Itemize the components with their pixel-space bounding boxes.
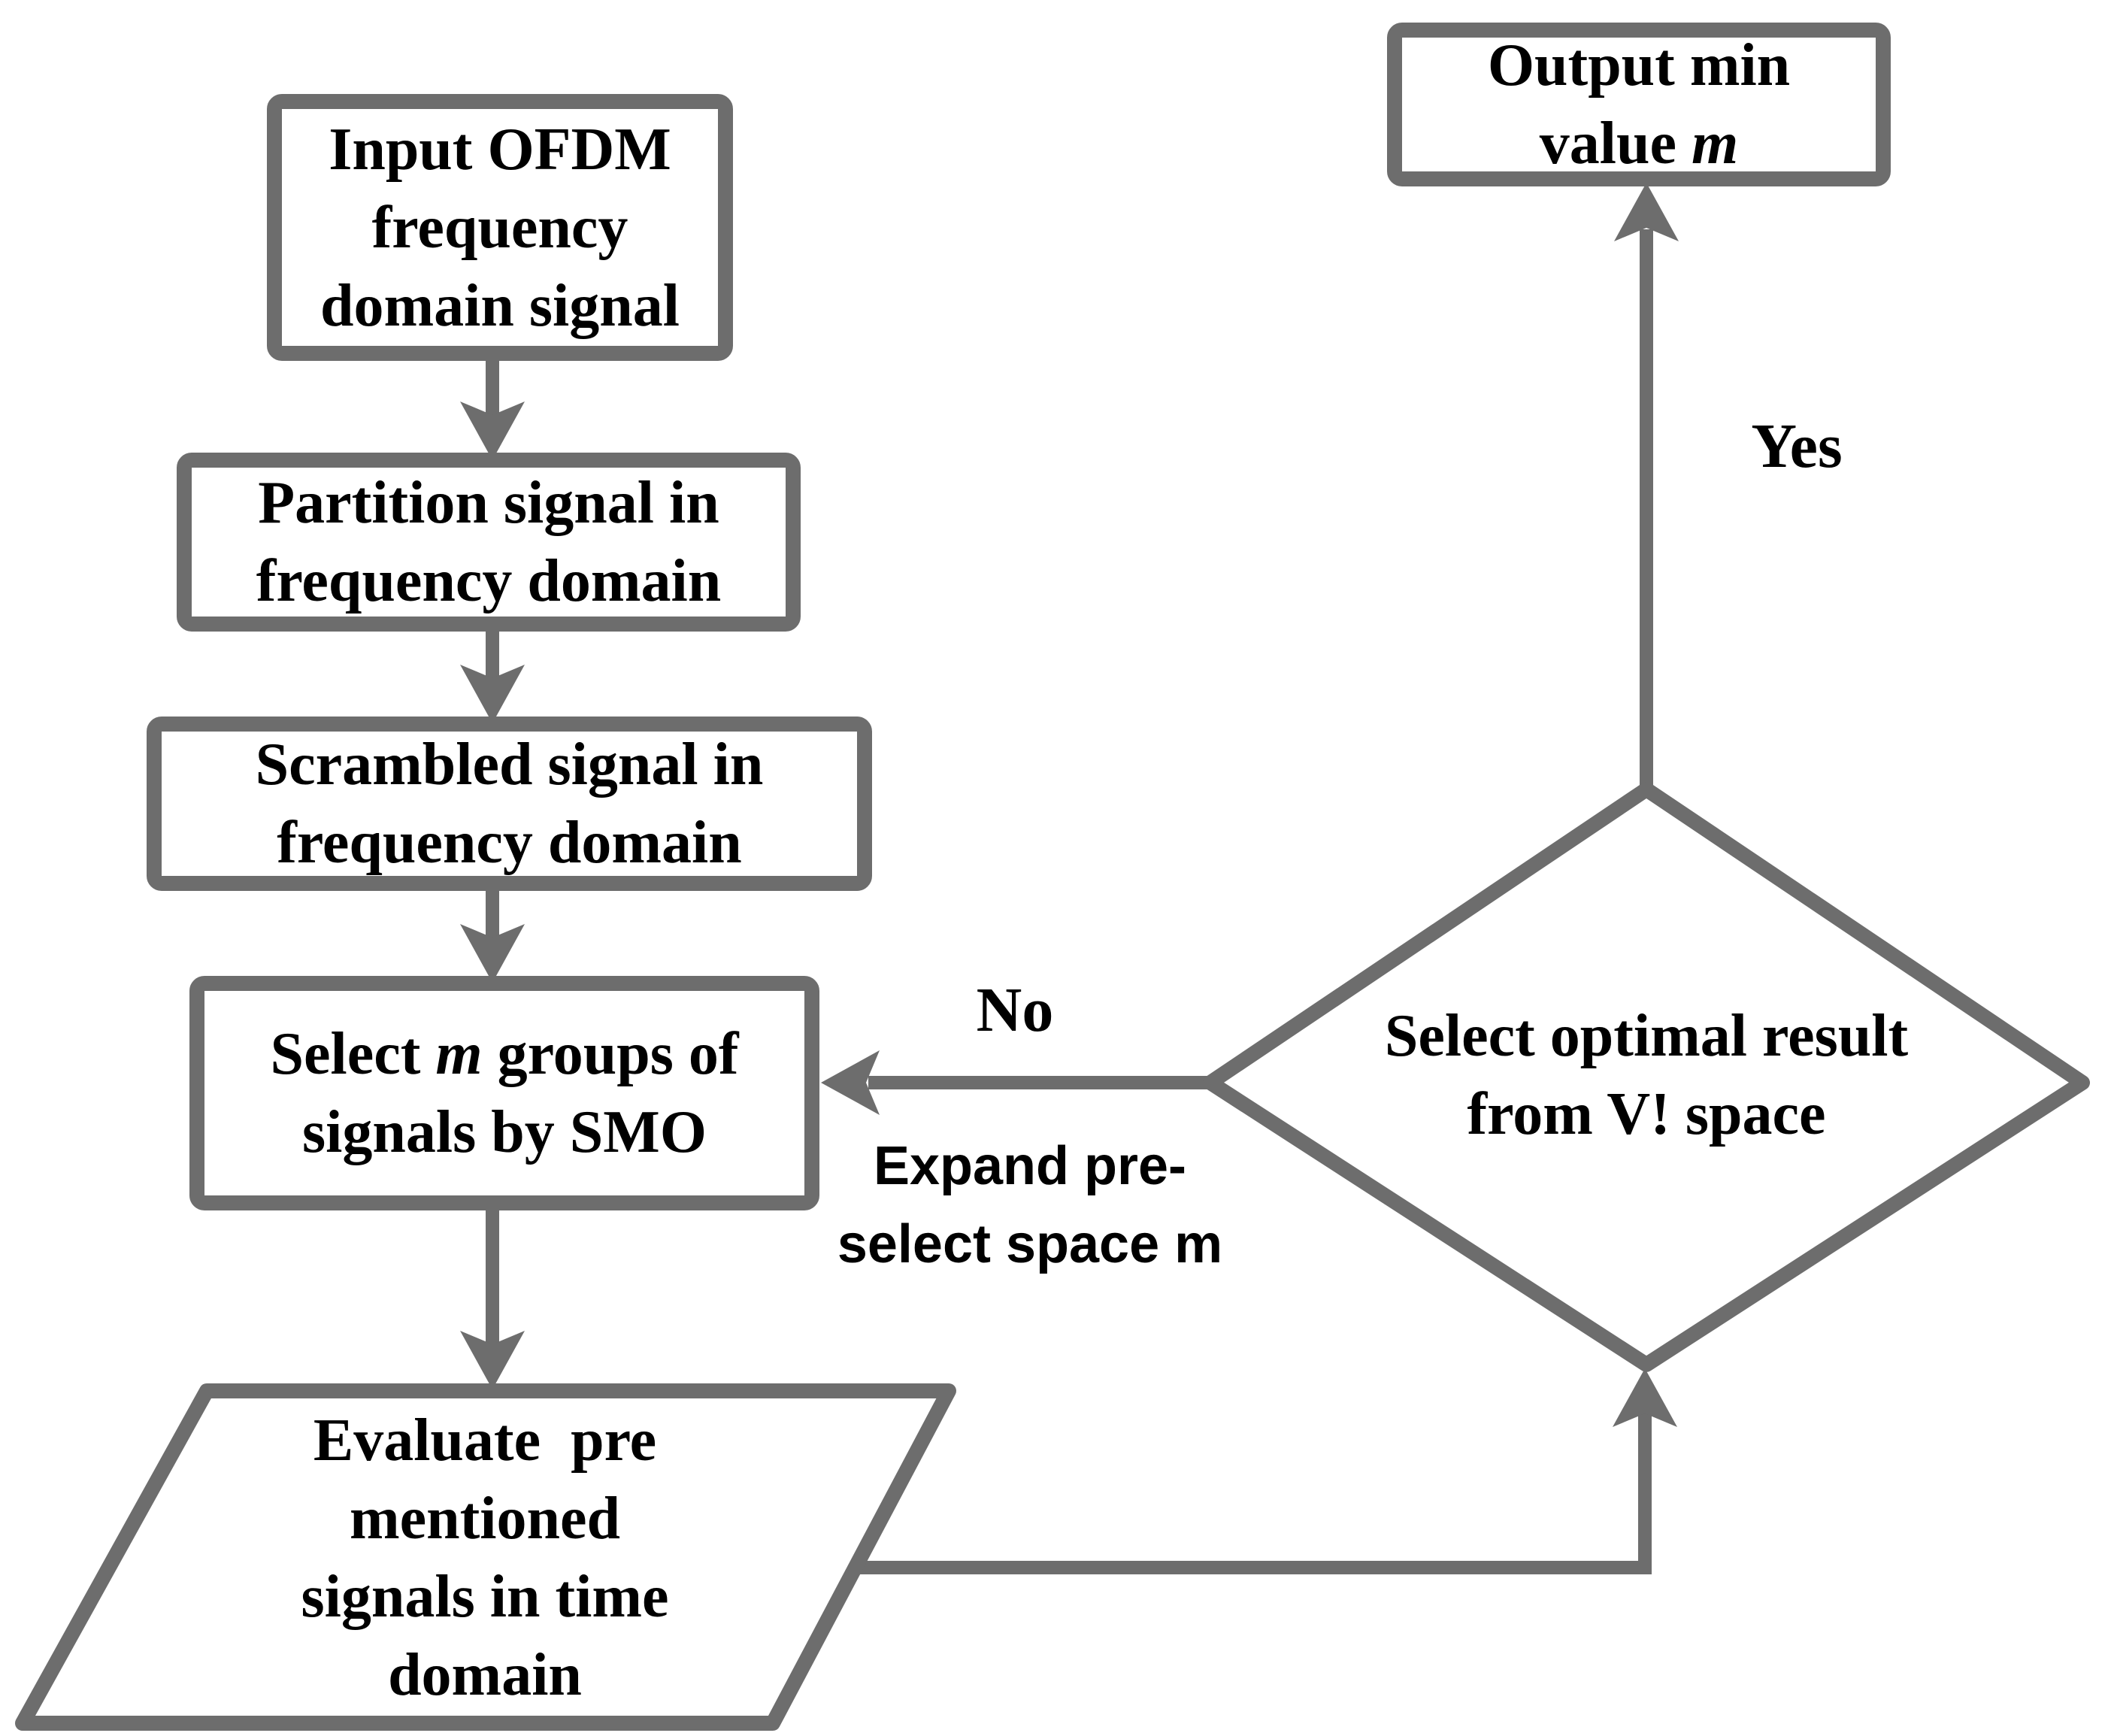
- evaluate-node-label: Evaluate pre mentioned signals in time d…: [301, 1407, 669, 1708]
- output-node-label: Output min value m: [1487, 32, 1791, 177]
- arrowhead-partition-to-scramble: [460, 665, 525, 723]
- no-branch-label: No: [976, 975, 1054, 1046]
- arrowhead-no: [821, 1050, 880, 1115]
- partition-process-shape: [177, 453, 801, 632]
- arrowhead-select-to-evaluate: [460, 1331, 525, 1389]
- select-groups-node-label: Select m groups of signals by SMO: [270, 1021, 739, 1165]
- expand-preselect-label: Expand pre- select space m: [837, 1135, 1223, 1274]
- arrowhead-evaluate-to-decision: [1613, 1368, 1677, 1427]
- decision-node-label: Select optimal result from V! space: [1384, 1003, 1909, 1147]
- yes-branch-label: Yes: [1751, 411, 1843, 482]
- arrowhead-yes: [1614, 183, 1679, 241]
- scramble-node-label: Scrambled signal in frequency domain: [255, 732, 764, 876]
- evaluate-parallelogram-shape: [15, 1383, 956, 1731]
- select-groups-process-shape: [189, 976, 819, 1210]
- partition-node-label: Partition signal in frequency domain: [256, 470, 722, 614]
- arrowhead-input-to-partition: [460, 401, 525, 460]
- scramble-process-shape: [147, 717, 872, 891]
- input-process-shape: [267, 94, 733, 361]
- decision-diamond-shape: [1203, 782, 2090, 1372]
- arrowhead-scramble-to-select: [460, 924, 525, 983]
- arrow-evaluate-to-decision-shaft: [856, 1413, 1652, 1574]
- output-process-shape: [1387, 23, 1891, 186]
- input-node-label: Input OFDM frequency domain signal: [320, 116, 680, 339]
